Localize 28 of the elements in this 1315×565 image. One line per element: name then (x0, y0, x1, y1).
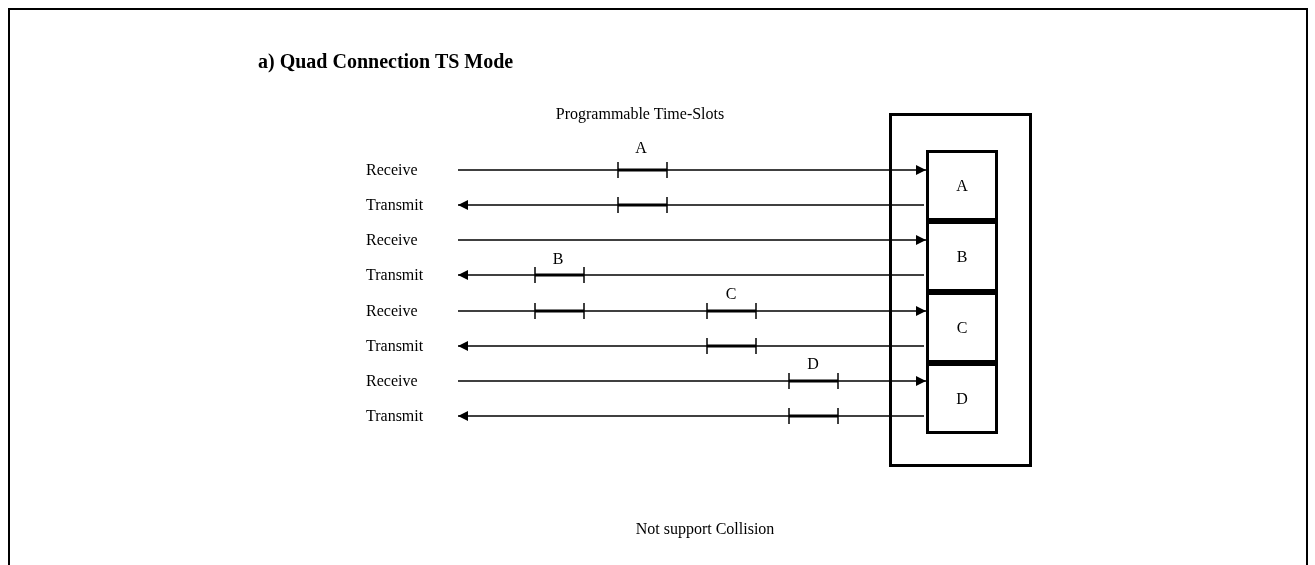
port-label: Transmit (366, 335, 446, 357)
arrow (457, 165, 927, 175)
port-label: Transmit (366, 264, 446, 286)
arrow (457, 411, 925, 421)
caption-label: Not support Collision (635, 520, 775, 538)
slot-box: A (926, 150, 998, 221)
port-label: Receive (366, 370, 446, 392)
port-label: Receive (366, 229, 446, 251)
port-label: Transmit (366, 405, 446, 427)
port-label: Receive (366, 300, 446, 322)
heading-label: Programmable Time-Slots (555, 105, 725, 123)
arrow (457, 376, 927, 386)
arrow (457, 200, 925, 210)
arrow (457, 306, 927, 316)
slot-label: A (635, 139, 647, 157)
port-label: Transmit (366, 194, 446, 216)
arrow (457, 235, 927, 245)
port-label: Receive (366, 159, 446, 181)
diagram-title: a) Quad Connection TS Mode (258, 50, 514, 73)
slot-label: D (807, 355, 819, 373)
slot-box: B (926, 221, 998, 292)
arrow (457, 270, 925, 280)
slot-box: C (926, 292, 998, 363)
slot-box: D (926, 363, 998, 434)
arrow (457, 341, 925, 351)
slot-label: B (552, 250, 564, 268)
module-box (889, 113, 1032, 467)
slot-label: C (725, 285, 737, 303)
